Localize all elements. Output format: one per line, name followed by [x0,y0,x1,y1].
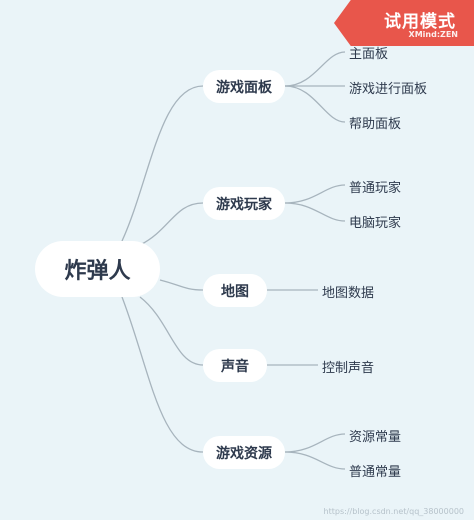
connector-root-branch-2 [139,202,204,246]
leaf-normal-player[interactable]: 普通玩家 [349,181,402,196]
leaf-computer-player[interactable]: 电脑玩家 [349,216,402,231]
connector-b2-leaf-2 [284,202,346,222]
branch-node-game-player[interactable]: 游戏玩家 [203,187,285,220]
leaf-map-data[interactable]: 地图数据 [322,286,375,301]
trial-mode-title: 试用模式 [384,12,456,32]
leaf-normal-constants[interactable]: 普通常量 [349,465,402,480]
connector-b5-leaf-2 [284,451,346,470]
watermark-text: https://blog.csdn.net/qq_38000000 [323,507,464,516]
branch-node-game-panel[interactable]: 游戏面板 [203,70,285,103]
leaf-help-panel[interactable]: 帮助面板 [349,117,402,132]
leaf-control-sound[interactable]: 控制声音 [322,361,375,376]
branch-node-map[interactable]: 地图 [203,274,267,307]
connector-root-branch-5 [121,296,204,453]
xmind-brand-label: XMind:ZEN [408,30,458,39]
connector-root-branch-4 [139,296,204,366]
connector-root-branch-1 [121,85,204,242]
connector-b5-leaf-1 [284,433,346,453]
connector-b1-leaf-1 [284,51,346,87]
branch-node-game-resources[interactable]: 游戏资源 [203,436,285,469]
trial-mode-badge[interactable]: 试用模式 XMind:ZEN [334,0,474,46]
leaf-main-panel[interactable]: 主面板 [349,47,389,62]
connector-b1-leaf-3 [284,85,346,123]
branch-node-sound[interactable]: 声音 [203,349,267,382]
connector-b2-leaf-1 [284,184,346,204]
connector-root-branch-3 [159,279,204,291]
leaf-resource-constants[interactable]: 资源常量 [349,430,402,445]
leaf-game-running-panel[interactable]: 游戏进行面板 [349,82,428,97]
root-node[interactable]: 炸弹人 [35,241,160,297]
